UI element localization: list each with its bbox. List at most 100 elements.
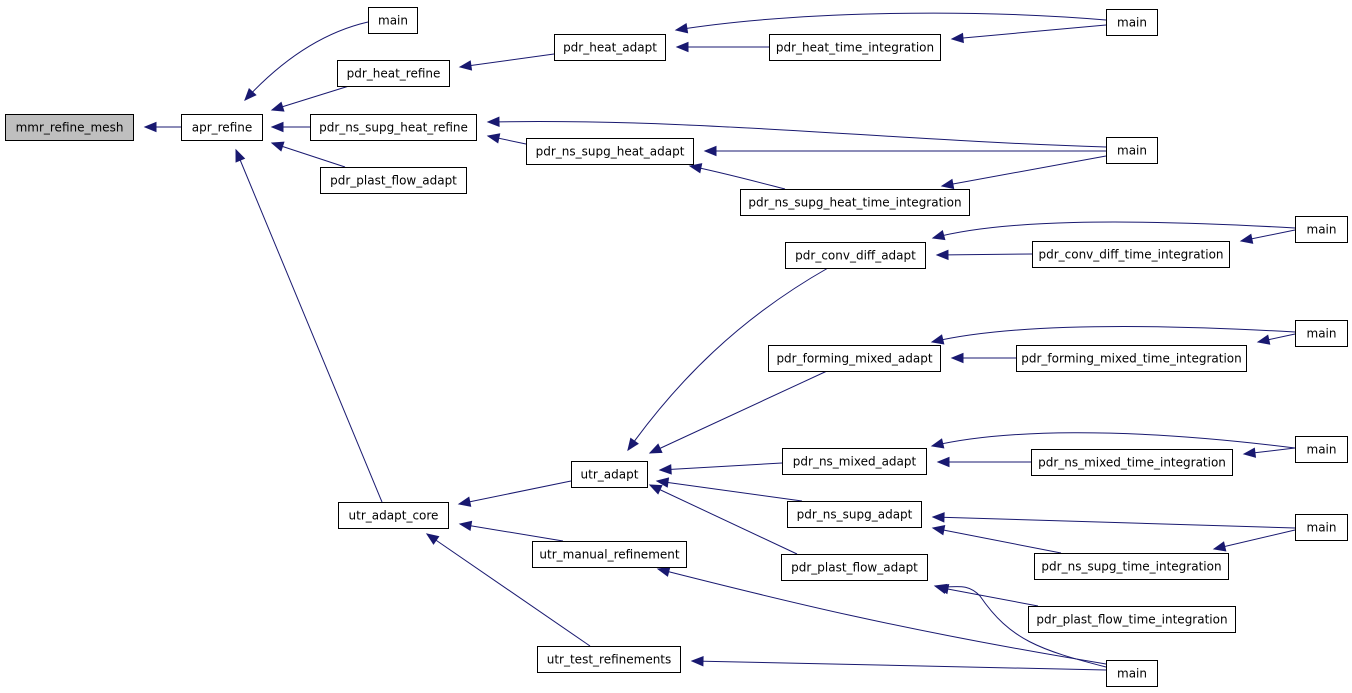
node-pdr-conv-diff-time-integration[interactable]: pdr_conv_diff_time_integration — [1032, 241, 1230, 268]
edge-line — [932, 527, 1062, 554]
node-box[interactable] — [526, 138, 694, 165]
node-label: main — [1307, 327, 1337, 341]
edge-line — [659, 462, 783, 471]
node-box[interactable] — [1295, 514, 1348, 541]
node-main-d[interactable]: main — [1295, 216, 1348, 243]
edge-utr_test_refinements-to-utr_adapt_core — [425, 533, 591, 647]
arrowhead — [931, 512, 945, 523]
node-box[interactable] — [1295, 436, 1348, 463]
node-pdr-heat-time-integration[interactable]: pdr_heat_time_integration — [769, 34, 941, 61]
node-pdr-ns-mixed-time-integration[interactable]: pdr_ns_mixed_time_integration — [1031, 449, 1233, 476]
node-box[interactable] — [320, 167, 467, 194]
edge-main_b-to-pdr_heat_adapt — [674, 12, 1107, 34]
node-pdr-plast-flow-time-integration[interactable]: pdr_plast_flow_time_integration — [1028, 606, 1236, 633]
arrowhead — [936, 456, 950, 468]
node-pdr-forming-mixed-adapt[interactable]: pdr_forming_mixed_adapt — [768, 345, 941, 372]
node-label: pdr_ns_mixed_adapt — [793, 455, 917, 469]
node-label: pdr_plast_flow_adapt — [791, 561, 918, 575]
edge-line — [657, 568, 1107, 665]
node-box[interactable] — [1034, 553, 1229, 580]
node-box[interactable] — [338, 502, 449, 529]
node-pdr-ns-supg-heat-adapt[interactable]: pdr_ns_supg_heat_adapt — [526, 138, 694, 165]
node-label: main — [1307, 443, 1337, 457]
node-box[interactable] — [1106, 137, 1158, 164]
edge-pdr_heat_adapt-to-pdr_heat_refine — [458, 53, 555, 71]
node-box[interactable] — [1016, 345, 1247, 372]
node-box[interactable] — [782, 448, 927, 475]
node-box[interactable] — [1031, 449, 1233, 476]
edge-line — [649, 484, 798, 555]
node-main-e[interactable]: main — [1295, 320, 1348, 347]
node-box[interactable] — [537, 646, 681, 673]
node-pdr-plast-flow-adapt-2[interactable]: pdr_plast_flow_adapt — [781, 554, 928, 581]
arrowhead — [950, 352, 964, 364]
node-utr-test-refinements[interactable]: utr_test_refinements — [537, 646, 681, 673]
edge-line — [931, 432, 1296, 449]
edge-line — [936, 253, 1033, 256]
node-box[interactable] — [787, 501, 922, 528]
arrowhead — [648, 484, 663, 495]
arrowhead — [1212, 541, 1227, 552]
node-pdr-ns-supg-heat-time-integration[interactable]: pdr_ns_supg_heat_time_integration — [740, 189, 970, 216]
edge-line — [271, 142, 346, 168]
edge-pdr_ns_mixed_time_integration-to-pdr_ns_mixed_adapt — [936, 456, 1031, 468]
edge-pdr_heat_time_integration-to-pdr_heat_adapt — [675, 41, 769, 53]
arrowhead — [458, 520, 473, 532]
edge-line — [689, 165, 786, 190]
node-utr-adapt-core[interactable]: utr_adapt_core — [338, 502, 449, 529]
node-main-c[interactable]: main — [1106, 137, 1158, 164]
node-main-a[interactable]: main — [368, 7, 418, 34]
node-pdr-heat-refine[interactable]: pdr_heat_refine — [337, 60, 450, 87]
node-pdr-forming-mixed-time-integration[interactable]: pdr_forming_mixed_time_integration — [1016, 345, 1247, 372]
edge-main_h-to-utr_test_refinements — [690, 656, 1107, 671]
node-box[interactable] — [769, 34, 941, 61]
node-mmr-refine-mesh[interactable]: mmr_refine_mesh — [5, 114, 134, 141]
edge-main_g-to-pdr_ns_supg_time_integration — [1212, 529, 1296, 552]
node-box[interactable] — [1106, 9, 1158, 36]
node-box[interactable] — [785, 242, 926, 269]
node-box[interactable] — [1028, 606, 1236, 633]
node-pdr-ns-supg-adapt[interactable]: pdr_ns_supg_adapt — [787, 501, 922, 528]
node-main-g[interactable]: main — [1295, 514, 1348, 541]
node-box[interactable] — [1032, 241, 1230, 268]
node-box[interactable] — [1295, 320, 1348, 347]
node-box[interactable] — [1295, 216, 1348, 243]
node-label: main — [1117, 16, 1147, 30]
node-pdr-ns-supg-time-integration[interactable]: pdr_ns_supg_time_integration — [1034, 553, 1229, 580]
node-main-f[interactable]: main — [1295, 436, 1348, 463]
edge-pdr_plast_flow_adapt_1-to-apr_refine — [270, 141, 346, 168]
node-box[interactable] — [768, 345, 941, 372]
node-box[interactable] — [310, 114, 477, 141]
node-pdr-conv-diff-adapt[interactable]: pdr_conv_diff_adapt — [785, 242, 926, 269]
node-main-b[interactable]: main — [1106, 9, 1158, 36]
node-pdr-ns-supg-heat-refine[interactable]: pdr_ns_supg_heat_refine — [310, 114, 477, 141]
node-utr-manual-refinement[interactable]: utr_manual_refinement — [532, 541, 687, 568]
node-box[interactable] — [337, 60, 450, 87]
node-box[interactable] — [5, 114, 134, 141]
edge-main_a-to-apr_refine — [244, 21, 369, 101]
node-box[interactable] — [1106, 660, 1158, 687]
edge-main_c-to-pdr_ns_supg_heat_time_integration — [940, 155, 1107, 190]
node-pdr-heat-adapt[interactable]: pdr_heat_adapt — [554, 34, 666, 61]
arrowhead — [935, 249, 949, 261]
node-box[interactable] — [368, 7, 418, 34]
node-pdr-plast-flow-adapt-1[interactable]: pdr_plast_flow_adapt — [320, 167, 467, 194]
node-box[interactable] — [781, 554, 928, 581]
node-box[interactable] — [181, 114, 263, 141]
edge-line — [459, 53, 555, 68]
node-box[interactable] — [532, 541, 687, 568]
edge-main_h-to-utr_manual_refinement — [656, 566, 1107, 665]
arrowhead — [1242, 447, 1257, 458]
edge-main_c-to-pdr_ns_supg_heat_refine — [486, 116, 1107, 148]
node-box[interactable] — [740, 189, 970, 216]
edge-line — [951, 24, 1107, 40]
node-label: utr_manual_refinement — [539, 548, 679, 562]
node-main-h[interactable]: main — [1106, 660, 1158, 687]
node-box[interactable] — [554, 34, 666, 61]
node-box[interactable] — [571, 461, 648, 488]
node-pdr-ns-mixed-adapt[interactable]: pdr_ns_mixed_adapt — [782, 448, 927, 475]
node-apr-refine[interactable]: apr_refine — [181, 114, 263, 141]
edge-utr_adapt-to-utr_adapt_core — [457, 480, 572, 507]
node-utr-adapt[interactable]: utr_adapt — [571, 461, 648, 488]
